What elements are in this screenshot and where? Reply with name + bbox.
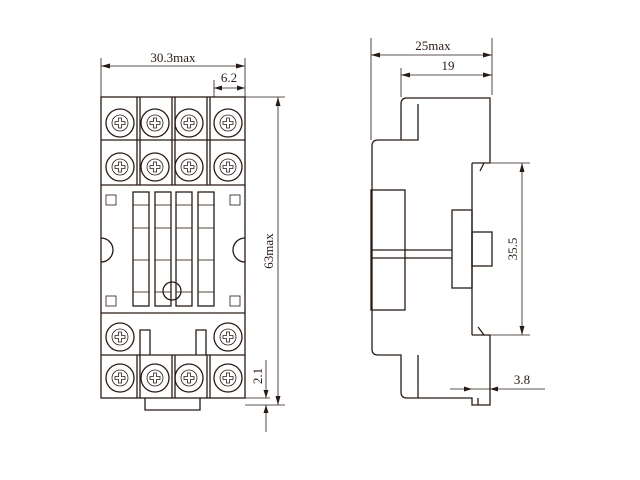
- terminal-screw-icon: [213, 363, 243, 393]
- terminal-screws: [105, 108, 243, 393]
- terminal-screw-icon: [213, 322, 243, 352]
- terminal-screw-icon: [174, 108, 204, 138]
- contact-slot: [154, 191, 172, 307]
- left-mount-notch: [100, 237, 114, 263]
- terminal-screw-icon: [105, 322, 135, 352]
- front-view: 30.3max 6.2 63max 2.1: [100, 50, 285, 432]
- depth-dimension: 25max: [415, 38, 451, 53]
- terminal-screw-icon: [105, 108, 135, 138]
- clip-dimension: 3.8: [514, 372, 530, 387]
- terminal-screw-icon: [213, 152, 243, 182]
- terminal-screw-icon: [213, 108, 243, 138]
- contact-slot: [132, 191, 150, 307]
- height-dimension: 63max: [261, 233, 276, 269]
- socket-body-outline: [100, 96, 246, 399]
- rail-clip: [451, 209, 473, 289]
- right-mount-notch: [232, 237, 246, 263]
- contact-slot: [175, 191, 193, 307]
- terminal-screw-icon: [105, 363, 135, 393]
- terminal-screw-icon: [140, 363, 170, 393]
- width-dimension: 30.3max: [150, 50, 196, 65]
- terminal-screw-icon: [174, 152, 204, 182]
- terminal-screw-icon: [105, 152, 135, 182]
- terminal-screw-icon: [140, 108, 170, 138]
- bottom-offset-dimension: 2.1: [250, 368, 265, 384]
- side-view: 25max 19 35.5 3.8: [370, 38, 545, 406]
- pitch-dimension: 6.2: [221, 70, 237, 85]
- contact-slot: [197, 191, 215, 307]
- din-clip: [144, 398, 201, 411]
- contact-slots: [132, 191, 215, 307]
- terminal-screw-icon: [140, 152, 170, 182]
- center-hole: [162, 281, 182, 301]
- terminal-screw-icon: [174, 363, 204, 393]
- rail-dimension: 35.5: [505, 238, 520, 261]
- inner-depth-dimension: 19: [442, 58, 455, 73]
